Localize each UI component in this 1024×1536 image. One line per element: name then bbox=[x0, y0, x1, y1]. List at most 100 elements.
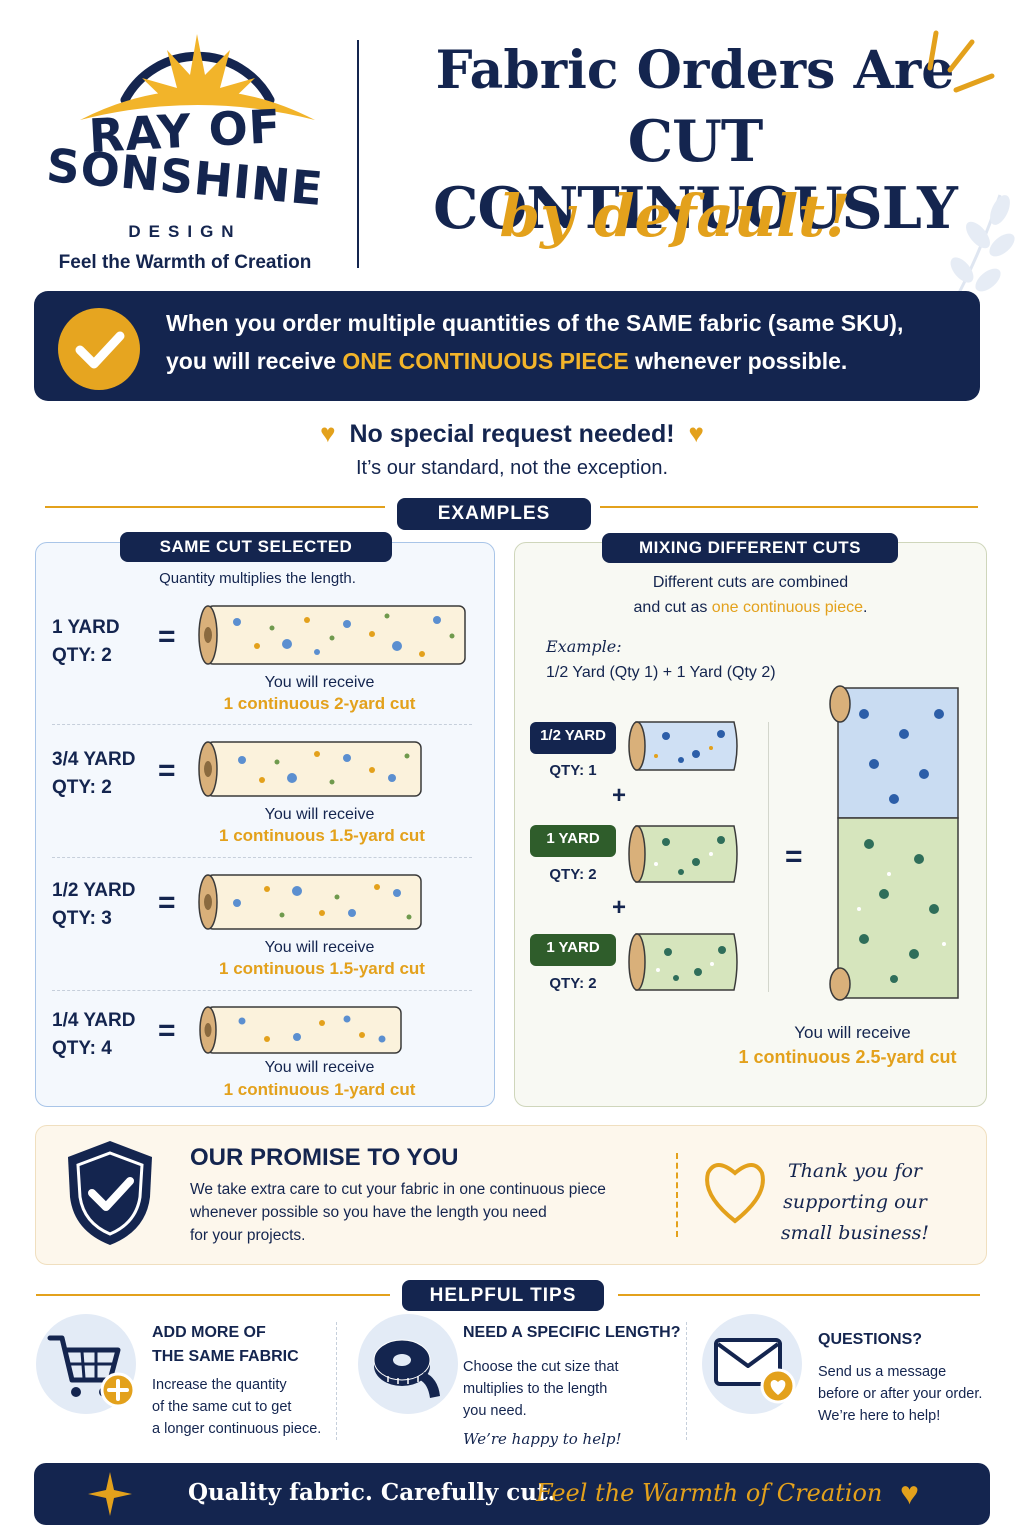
sparkle-icon bbox=[88, 1472, 132, 1516]
example-row-size: 1 YARD bbox=[52, 617, 120, 638]
thank-you-note: Thank you for supporting our small busin… bbox=[770, 1156, 940, 1249]
fabric-roll-icon bbox=[198, 741, 422, 797]
same-cut-subheading: Quantity multiplies the length. bbox=[159, 570, 356, 587]
green-fabric-roll-icon bbox=[628, 933, 738, 991]
section-rule bbox=[36, 1294, 390, 1296]
sun-logo-icon bbox=[80, 34, 315, 120]
same-cut-heading: SAME CUT SELECTED bbox=[120, 532, 392, 562]
logo-subtitle: DESIGN bbox=[128, 222, 242, 241]
headline-line-2: CUT CONTINUOUSLY bbox=[433, 108, 958, 242]
example-row-qty: QTY: 2 bbox=[52, 645, 112, 666]
fabric-roll-icon bbox=[198, 605, 466, 665]
promise-body-1: We take extra care to cut your fabric in… bbox=[190, 1181, 606, 1198]
equals-sign: = bbox=[158, 1014, 176, 1047]
heart-icon: ♥ bbox=[688, 418, 704, 448]
row-divider bbox=[52, 990, 472, 991]
banner-text-line-2: you will receive ONE CONTINUOUS PIECE wh… bbox=[166, 348, 966, 375]
thanks-line-1: Thank you for bbox=[787, 1160, 923, 1182]
tip-body-line-1: Send us a message bbox=[818, 1364, 947, 1380]
footer-bar bbox=[34, 1463, 990, 1525]
mail-heart-icon bbox=[714, 1338, 796, 1404]
tip-divider bbox=[336, 1322, 337, 1440]
heart-outline-icon bbox=[705, 1163, 765, 1224]
receive-label: You will receive bbox=[264, 674, 375, 691]
mixing-desc-line-2: and cut as one continuous piece. bbox=[514, 599, 987, 617]
promise-divider bbox=[676, 1153, 678, 1237]
banner-text-line-1: When you order multiple quantities of th… bbox=[166, 310, 904, 336]
example-row-qty: QTY: 3 bbox=[52, 908, 112, 929]
row-divider bbox=[52, 724, 472, 725]
banner-highlight: ONE CONTINUOUS PIECE bbox=[342, 348, 629, 374]
notice-title: No special request needed! bbox=[349, 420, 675, 448]
receive-result: 1 continuous 2.5-yard cut bbox=[738, 1047, 957, 1067]
footer-text: Quality fabric. Carefully cut. bbox=[188, 1479, 556, 1506]
equals-sign: = bbox=[158, 886, 176, 919]
section-rule bbox=[618, 1294, 980, 1296]
tip-title-line-2: THE SAME FABRIC bbox=[152, 1348, 299, 1365]
example-row-size: 1/2 YARD bbox=[52, 880, 136, 901]
banner-text-prefix: you will receive bbox=[166, 348, 343, 374]
equals-sign: = bbox=[785, 840, 803, 873]
tip-title-line-1: ADD MORE OF bbox=[152, 1324, 266, 1341]
tip-body: Choose the cut size that multiplies to t… bbox=[463, 1356, 619, 1422]
heart-icon: ♥ bbox=[320, 418, 336, 448]
example-row-size: 3/4 YARD bbox=[52, 749, 136, 770]
tip-body-line-3: a longer continuous piece. bbox=[152, 1421, 322, 1437]
example-row-size: 1/4 YARD bbox=[52, 1010, 136, 1031]
tip-body-line-2: of the same cut to get bbox=[152, 1399, 292, 1415]
size-qty: QTY: 1 bbox=[549, 762, 597, 779]
size-tag-one-yard: 1 YARD bbox=[530, 825, 616, 857]
receive-label: You will receive bbox=[264, 806, 375, 823]
thanks-line-2: supporting our bbox=[783, 1191, 927, 1213]
tip-body: Increase the quantity of the same cut to… bbox=[152, 1374, 321, 1440]
thanks-line-3: small business! bbox=[780, 1222, 930, 1244]
continuous-piece-banner bbox=[34, 291, 980, 401]
combined-fabric-roll-icon bbox=[829, 685, 959, 1001]
fabric-roll-icon bbox=[198, 874, 422, 930]
receive-result: 1 continuous 1.5-yard cut bbox=[219, 959, 425, 978]
tip-body-line-1: Increase the quantity bbox=[152, 1377, 287, 1393]
blue-fabric-roll-icon bbox=[628, 721, 738, 771]
receive-label: You will receive bbox=[264, 1059, 375, 1076]
promise-title: OUR PROMISE TO YOU bbox=[190, 1144, 459, 1171]
receive-label: You will receive bbox=[264, 939, 375, 956]
tip-happy-to-help: We’re happy to help! bbox=[463, 1430, 622, 1448]
tip-body-line-1: Choose the cut size that bbox=[463, 1359, 619, 1375]
example-label: Example: bbox=[546, 637, 622, 656]
sparkle-lines-icon bbox=[927, 30, 995, 93]
example-formula: 1/2 Yard (Qty 1) + 1 Yard (Qty 2) bbox=[546, 664, 776, 681]
promise-body-2: whenever possible so you have the length… bbox=[190, 1204, 547, 1221]
receive-result: 1 continuous 1-yard cut bbox=[223, 1080, 416, 1099]
mix-divider bbox=[768, 722, 769, 992]
green-fabric-roll-icon bbox=[628, 825, 738, 883]
tip-body-line-2: multiplies to the length bbox=[463, 1381, 608, 1397]
fabric-roll-icon bbox=[199, 1006, 402, 1054]
equals-sign: = bbox=[158, 754, 176, 787]
mixing-desc-prefix: and cut as bbox=[633, 599, 712, 616]
mixing-desc-highlight: one continuous piece bbox=[711, 599, 864, 616]
plus-sign: + bbox=[612, 782, 627, 809]
tape-measure-icon bbox=[373, 1339, 440, 1398]
tip-body: Send us a message before or after your o… bbox=[818, 1361, 982, 1427]
mixing-cuts-heading: MIXING DIFFERENT CUTS bbox=[602, 533, 898, 563]
size-qty: QTY: 2 bbox=[549, 866, 597, 883]
no-special-request: ♥ No special request needed! ♥ bbox=[0, 418, 1024, 449]
headline-line-1: Fabric Orders Are bbox=[435, 40, 955, 101]
tip-title: NEED A SPECIFIC LENGTH? bbox=[463, 1324, 681, 1341]
logo-tagline: Feel the Warmth of Creation bbox=[58, 252, 312, 273]
section-rule bbox=[45, 506, 385, 508]
tip-body-line-2: before or after your order. bbox=[818, 1386, 983, 1402]
tip-body-line-3: you need. bbox=[463, 1403, 527, 1419]
promise-body-3: for your projects. bbox=[190, 1227, 306, 1244]
size-tag-half-yard: 1/2 YARD bbox=[530, 722, 616, 754]
cart-plus-icon bbox=[47, 1335, 136, 1408]
shield-check-icon bbox=[68, 1141, 152, 1245]
tip-divider bbox=[686, 1322, 687, 1440]
footer-tagline: Feel the Warmth of Creation bbox=[536, 1479, 883, 1507]
tip-title: ADD MORE OF THE SAME FABRIC bbox=[152, 1321, 299, 1369]
examples-heading: EXAMPLES bbox=[397, 498, 591, 530]
tip-body-line-3: We’re here to help! bbox=[818, 1408, 941, 1424]
size-qty: QTY: 2 bbox=[549, 975, 597, 992]
row-divider bbox=[52, 857, 472, 858]
promise-section bbox=[35, 1125, 987, 1265]
